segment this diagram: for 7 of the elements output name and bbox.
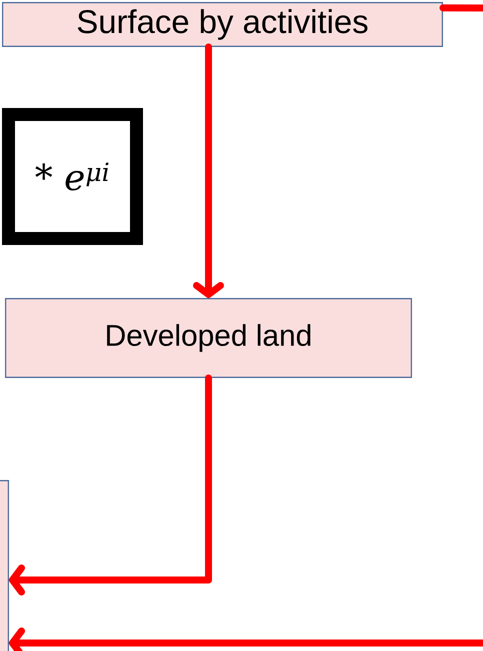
arrow	[9, 374, 212, 596]
process-box: Developed land	[5, 298, 412, 378]
arrow	[193, 44, 224, 298]
box	[0, 480, 9, 651]
formula-box: * e$^{μi}$	[2, 108, 143, 245]
arrow	[9, 628, 483, 651]
process-box: Surface by activities	[2, 2, 443, 47]
